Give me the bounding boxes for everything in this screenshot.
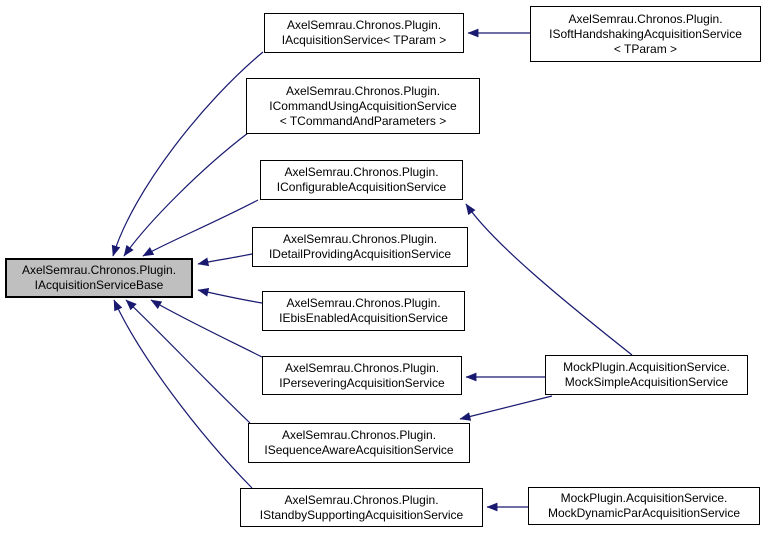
node-istandbysupportingacquisitionservice[interactable]: AxelSemrau.Chronos.Plugin. IStandbySuppo… — [240, 488, 483, 527]
edge-iconfigurable-to-base — [142, 199, 259, 257]
node-iconfigurableacquisitionservice[interactable]: AxelSemrau.Chronos.Plugin. IConfigurable… — [260, 160, 463, 200]
node-mockdynamicparacquisitionservice[interactable]: MockPlugin.AcquisitionService. MockDynam… — [528, 487, 760, 525]
node-idetailprovidingacquisitionservice[interactable]: AxelSemrau.Chronos.Plugin. IDetailProvid… — [252, 227, 468, 267]
node-mocksimpleacquisitionservice[interactable]: MockPlugin.AcquisitionService. MockSimpl… — [545, 355, 748, 395]
edge-mocksimple-to-isequenceaware — [459, 395, 553, 421]
node-iperseveringacquisitionservice[interactable]: AxelSemrau.Chronos.Plugin. IPerseveringA… — [262, 356, 462, 395]
node-iebisenabledacquisitionservice[interactable]: AxelSemrau.Chronos.Plugin. IEbisEnabledA… — [262, 291, 465, 331]
node-isequenceawareacquisitionservice[interactable]: AxelSemrau.Chronos.Plugin. ISequenceAwar… — [248, 423, 470, 463]
node-icommandusingacquisitionservice[interactable]: AxelSemrau.Chronos.Plugin. ICommandUsing… — [246, 78, 480, 134]
node-iacquisitionservice[interactable]: AxelSemrau.Chronos.Plugin. IAcquisitionS… — [264, 13, 464, 53]
node-iacquisitionservicebase: AxelSemrau.Chronos.Plugin. IAcquisitionS… — [5, 258, 193, 298]
edge-idetailproviding-to-base — [197, 253, 253, 267]
edge-mocksimple-to-iconfigurable — [465, 203, 633, 356]
edge-iebisenabled-to-base — [197, 287, 263, 304]
edge-isequenceaware-to-base — [125, 299, 251, 424]
edge-icommandusing-to-base — [123, 132, 249, 257]
edge-ipersevering-to-base — [150, 299, 263, 358]
edge-iacquisitionservice-to-base — [111, 51, 264, 257]
node-isofthandshakingacquisitionservice[interactable]: AxelSemrau.Chronos.Plugin. ISoftHandshak… — [530, 6, 761, 62]
edge-istandbysupporting-to-base — [113, 299, 253, 489]
